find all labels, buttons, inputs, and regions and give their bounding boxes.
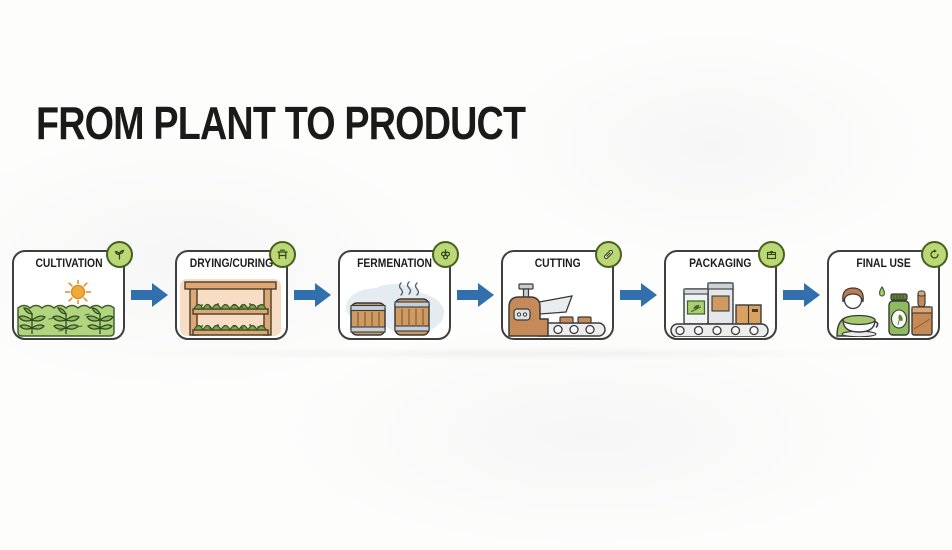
package-badge [758, 241, 785, 268]
flow-arrow [294, 283, 331, 307]
fermentation-illustration [346, 281, 444, 336]
step-label: PACKAGING [689, 256, 752, 270]
step-final-use: FINAL USE [827, 241, 948, 340]
final-use-illustration [836, 285, 933, 337]
flow-arrow [457, 283, 494, 307]
drying-curing-illustration [180, 279, 281, 336]
step-cultivation: CULTIVATION [12, 241, 133, 340]
step-label: DRYING/CURING [189, 256, 274, 270]
step-packaging: PACKAGING [664, 241, 785, 340]
cultivation-illustration [17, 279, 115, 337]
hops-icon [440, 249, 450, 260]
step-label: FERMENATION [357, 256, 432, 270]
blade-icon [603, 249, 614, 260]
blade-badge [595, 241, 622, 268]
step-drying-curing: DRYING/CURING [175, 241, 296, 340]
page-title: FROM PLANT TO PRODUCT [36, 97, 526, 149]
cycle-badge [921, 241, 948, 268]
process-flow: CULTIVATION [0, 241, 952, 340]
sprout-icon [114, 249, 125, 260]
step-label: CUTTING [534, 256, 581, 270]
background-cloud [492, 30, 932, 260]
sprout-badge [106, 241, 133, 268]
step-fermentation: FERMENATION [338, 241, 459, 340]
flow-arrow [620, 283, 657, 307]
cutting-illustration [508, 283, 606, 337]
package-icon [766, 250, 777, 260]
cycle-icon [930, 249, 939, 259]
hops-badge [432, 241, 459, 268]
drying-rack-badge [269, 241, 296, 268]
drying-rack-icon [277, 249, 288, 260]
floor-shadow [110, 349, 922, 358]
step-label: CULTIVATION [34, 256, 103, 270]
step-cutting: CUTTING [501, 241, 622, 340]
step-label: FINAL USE [856, 256, 911, 270]
packaging-illustration [670, 282, 769, 337]
background-cloud [280, 320, 900, 550]
flow-arrow [131, 283, 168, 307]
flow-arrow [783, 283, 820, 307]
